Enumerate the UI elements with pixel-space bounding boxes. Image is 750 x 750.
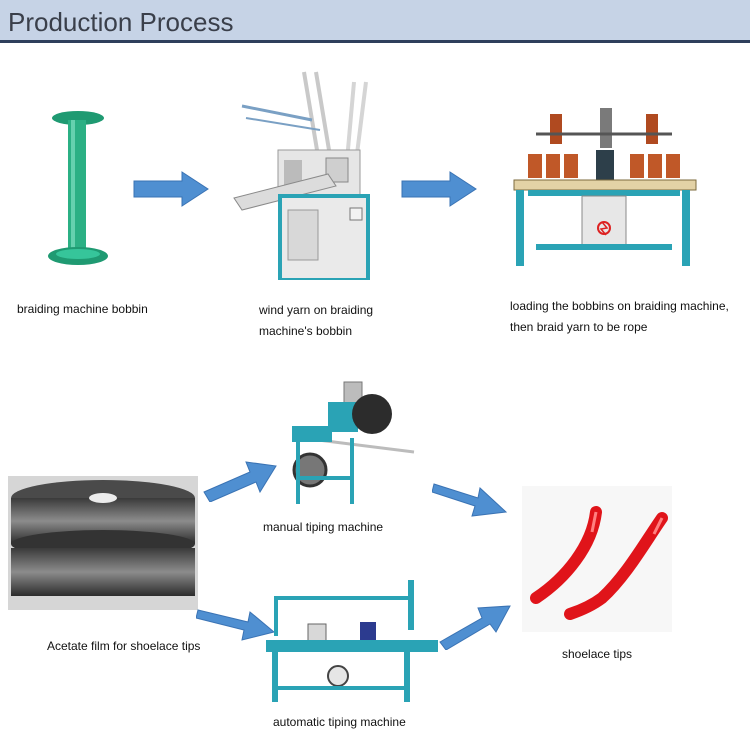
caption-manual: manual tiping machine <box>263 517 423 538</box>
bobbin-image <box>40 108 120 270</box>
manual-tiping-machine-image <box>288 380 420 510</box>
caption-automatic: automatic tiping machine <box>273 712 443 733</box>
arrow-5 <box>432 474 508 518</box>
automatic-tiping-machine-image <box>262 578 442 704</box>
header-divider <box>0 40 750 43</box>
arrow-1 <box>132 170 210 208</box>
braiding-machine-image <box>506 104 702 270</box>
caption-wind: wind yarn on braiding machine's bobbin <box>259 300 394 342</box>
arrow-6 <box>436 600 514 650</box>
winding-machine-image <box>232 68 384 280</box>
shoelace-tips-image <box>522 486 672 632</box>
caption-shoelace: shoelace tips <box>562 644 682 665</box>
arrow-3 <box>200 456 278 502</box>
arrow-2 <box>400 170 478 208</box>
caption-loading: loading the bobbins on braiding machine,… <box>510 296 730 338</box>
caption-acetate: Acetate film for shoelace tips <box>47 636 237 657</box>
header-bar: Production Process <box>0 0 750 42</box>
page-title: Production Process <box>8 7 233 38</box>
caption-bobbin: braiding machine bobbin <box>17 299 217 320</box>
acetate-film-image <box>8 476 198 610</box>
